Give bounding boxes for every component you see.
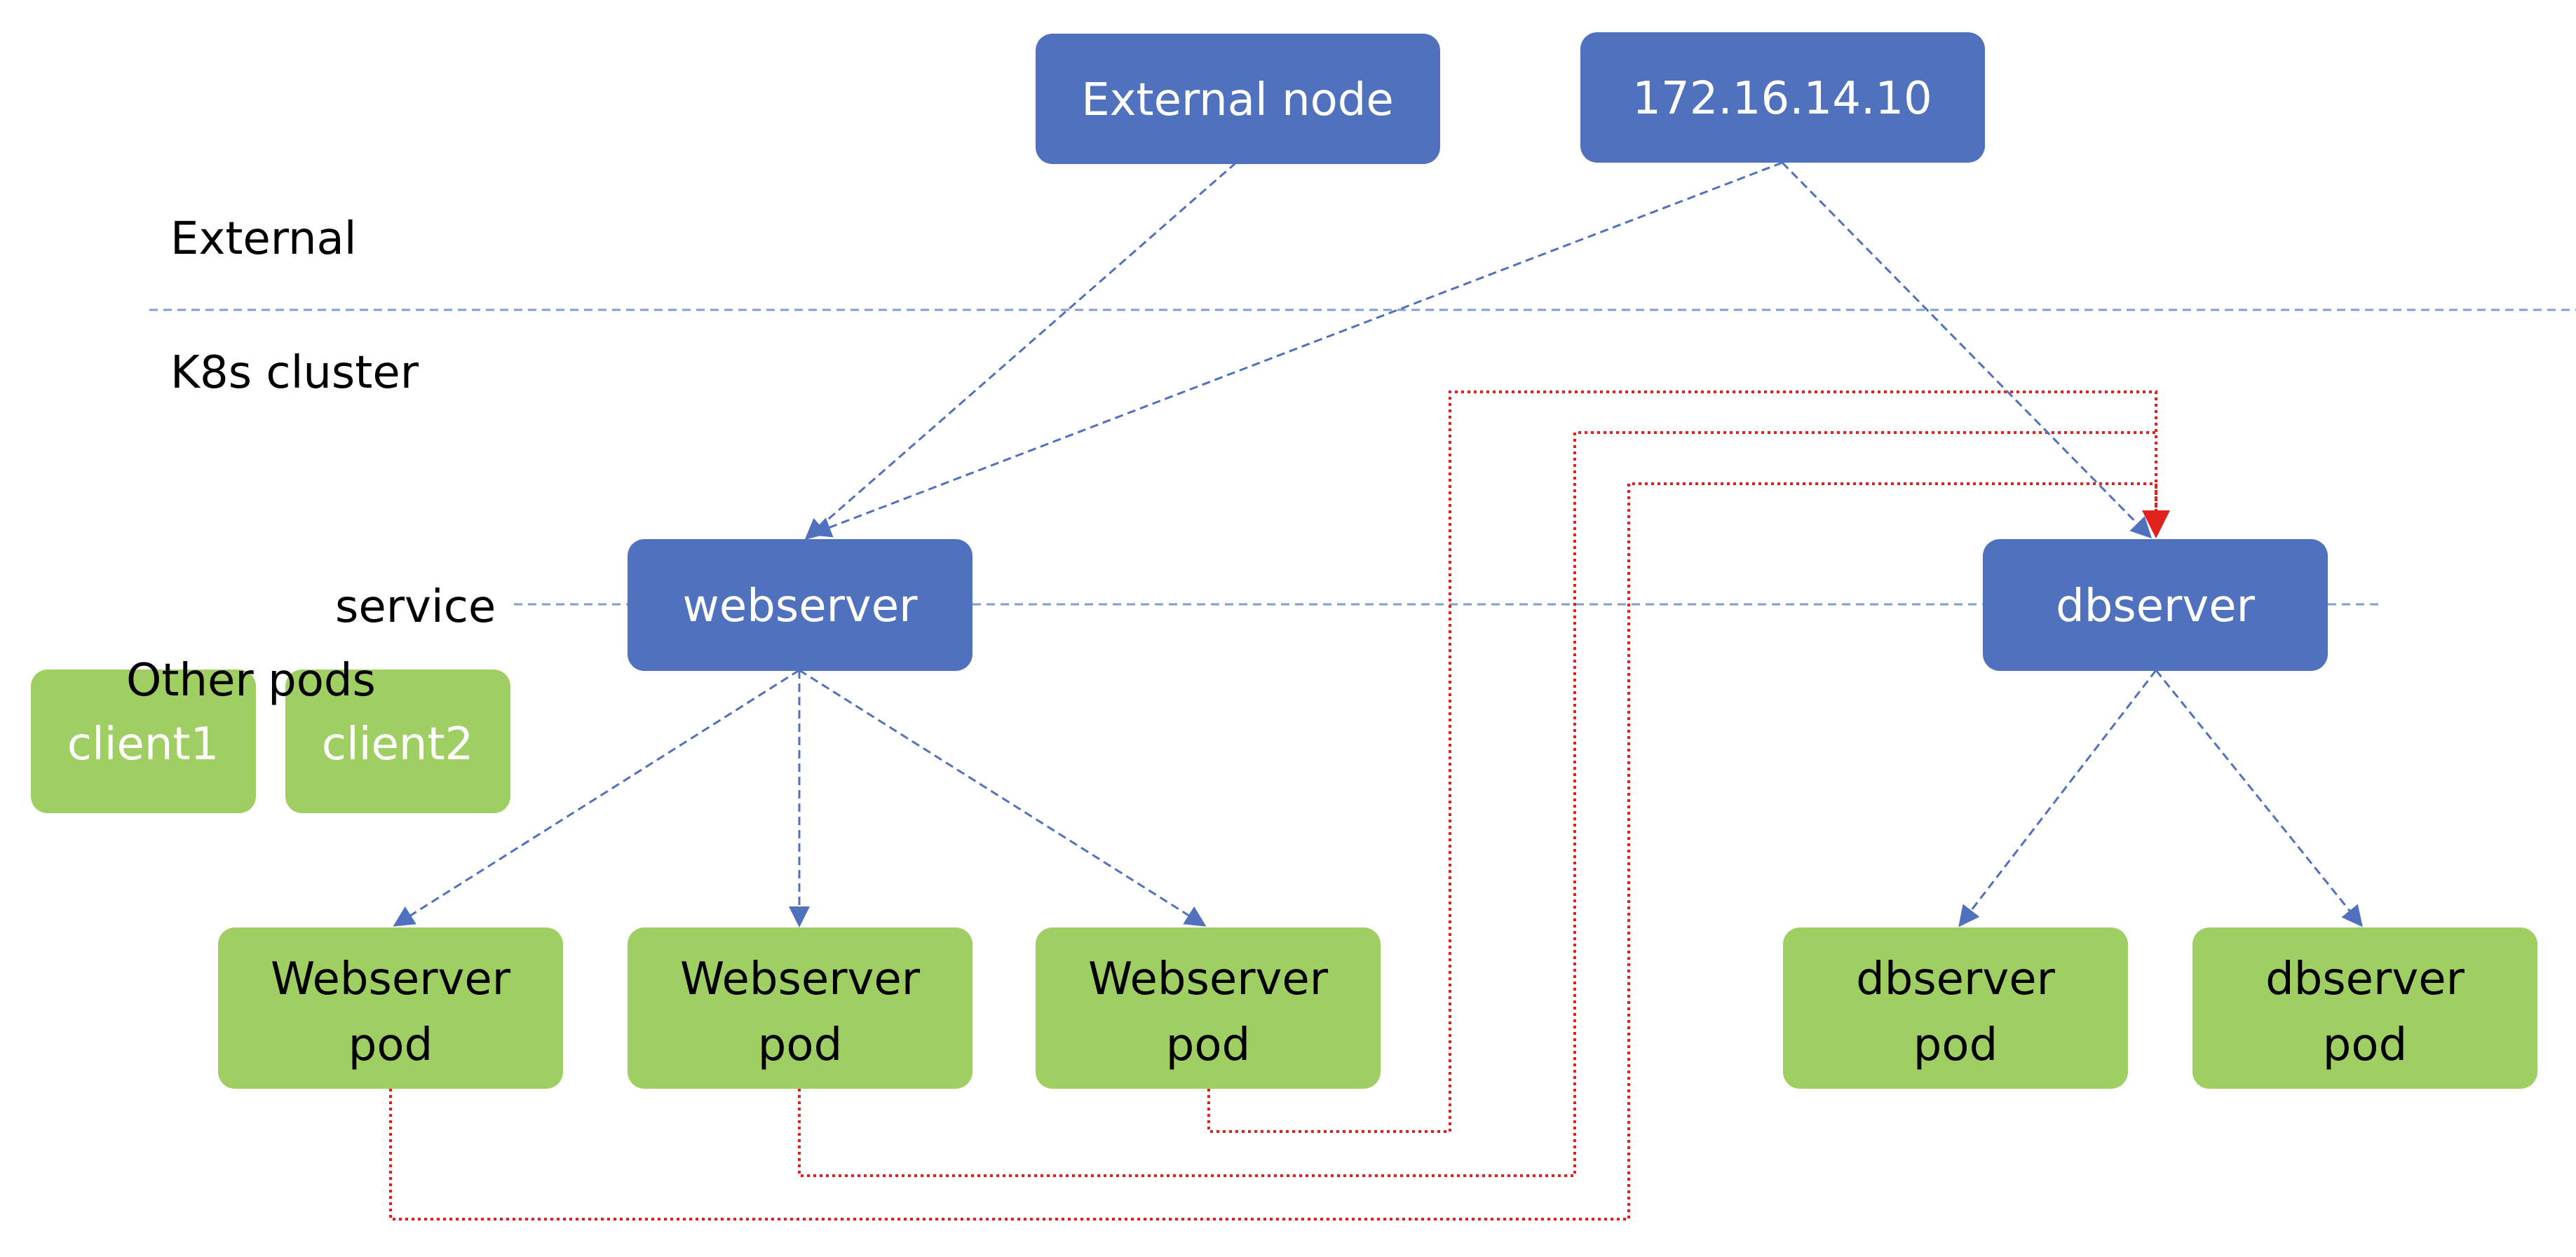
- external-node-label: External node: [1081, 74, 1394, 126]
- dbserver-service-box[interactable]: dbserver: [1983, 539, 2328, 671]
- external-ip-box[interactable]: 172.16.14.10: [1580, 32, 1985, 163]
- dbserver-pod-1-line2: pod: [1913, 1019, 1998, 1071]
- dbserver-pod-2-line2: pod: [2323, 1019, 2407, 1071]
- webserver-pod-2-line2: pod: [758, 1019, 842, 1071]
- webserver-pod-2-box[interactable]: Webserver pod: [628, 928, 972, 1089]
- other-pods-label: Other pods: [126, 655, 376, 707]
- k8s-cluster-zone-label: K8s cluster: [170, 347, 419, 399]
- dbserver-service-label: dbserver: [2056, 580, 2256, 632]
- external-ip-to-webserver-arrow: [810, 161, 1783, 538]
- client2-pod-box[interactable]: client2: [285, 670, 510, 813]
- dbserver-to-pod1-arrow: [1958, 670, 2157, 928]
- external-ip-to-dbserver-arrow: [1781, 161, 2153, 539]
- webserver-pod-3-line2: pod: [1166, 1019, 1250, 1071]
- webserver-service-label: webserver: [683, 580, 918, 632]
- external-node-box[interactable]: External node: [1036, 34, 1440, 164]
- dbserver-pod-1-line1: dbserver: [1856, 953, 2056, 1005]
- dbserver-to-pod2-arrow: [2155, 670, 2363, 928]
- service-layer-label: service: [335, 581, 496, 633]
- webserver-pod-2-line1: Webserver: [680, 953, 921, 1005]
- external-zone-label: External: [170, 213, 357, 265]
- client1-pod-box[interactable]: client1: [31, 670, 256, 813]
- external-ip-label: 172.16.14.10: [1632, 73, 1932, 125]
- client1-label: client1: [67, 719, 219, 770]
- dbserver-pod-2-box[interactable]: dbserver pod: [2192, 928, 2537, 1089]
- webserver-pod-1-line1: Webserver: [271, 953, 511, 1005]
- client2-label: client2: [322, 719, 474, 770]
- webserver-service-box[interactable]: webserver: [628, 539, 972, 671]
- external-node-to-webserver-arrow: [804, 161, 1237, 540]
- dbserver-pod-2-line1: dbserver: [2265, 953, 2465, 1005]
- webserver-pod-1-line2: pod: [348, 1019, 433, 1071]
- webserver-pod-3-box[interactable]: Webserver pod: [1036, 928, 1381, 1089]
- webserver-pod-3-line1: Webserver: [1088, 953, 1329, 1005]
- dbserver-pod-1-box[interactable]: dbserver pod: [1783, 928, 2128, 1089]
- webserver-to-pod3-arrow: [799, 669, 1207, 927]
- pod1-to-dbserver-connection: [389, 482, 2157, 1221]
- webserver-pod-1-box[interactable]: Webserver pod: [218, 928, 563, 1089]
